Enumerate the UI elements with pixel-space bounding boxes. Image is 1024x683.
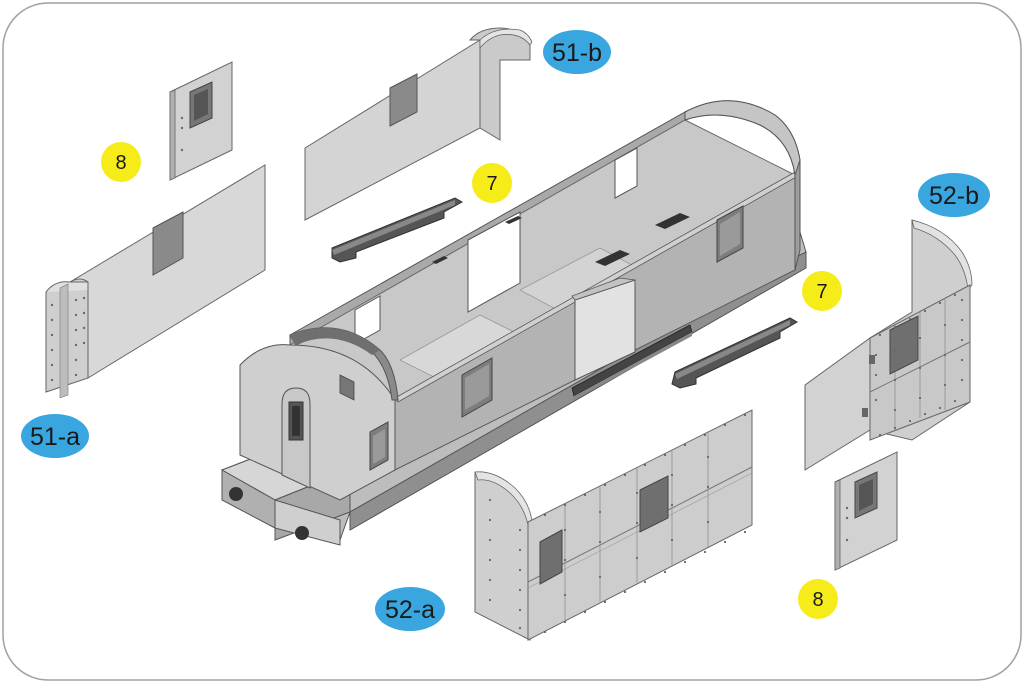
rivet-row-51-a	[50, 296, 86, 382]
callout-8-bottom: 8	[798, 579, 838, 619]
floor-strip-part-7-right	[671, 317, 798, 389]
svg-text:51-a: 51-a	[30, 423, 80, 451]
callout-51-b: 51-b	[543, 30, 611, 74]
callout-51-a: 51-a	[21, 414, 89, 458]
callout-8-top: 8	[101, 142, 141, 182]
side-panel-52-a	[474, 409, 753, 641]
svg-text:51-b: 51-b	[552, 39, 602, 67]
side-panel-52-b	[804, 219, 973, 471]
door-part-8-bottom	[834, 451, 898, 571]
svg-text:52-a: 52-a	[385, 596, 435, 624]
svg-text:7: 7	[816, 281, 827, 303]
rivet-row-52-a	[488, 413, 747, 634]
callout-7-right: 7	[802, 271, 842, 311]
svg-text:52-b: 52-b	[929, 182, 979, 210]
side-panel-51-a	[45, 164, 266, 399]
svg-text:8: 8	[115, 152, 126, 174]
door-part-8-top	[169, 61, 233, 181]
callout-52-a: 52-a	[375, 587, 445, 631]
wagon-body	[220, 100, 807, 546]
floor-strip-part-7-top	[331, 197, 464, 263]
callout-52-b: 52-b	[918, 173, 990, 217]
buffer-left	[229, 487, 243, 501]
svg-text:8: 8	[812, 589, 823, 611]
callout-7-top: 7	[472, 163, 512, 203]
rivet-row-52-b	[874, 293, 964, 437]
side-panel-51-b	[304, 27, 533, 221]
svg-text:7: 7	[486, 173, 497, 195]
buffer-right	[295, 526, 309, 540]
